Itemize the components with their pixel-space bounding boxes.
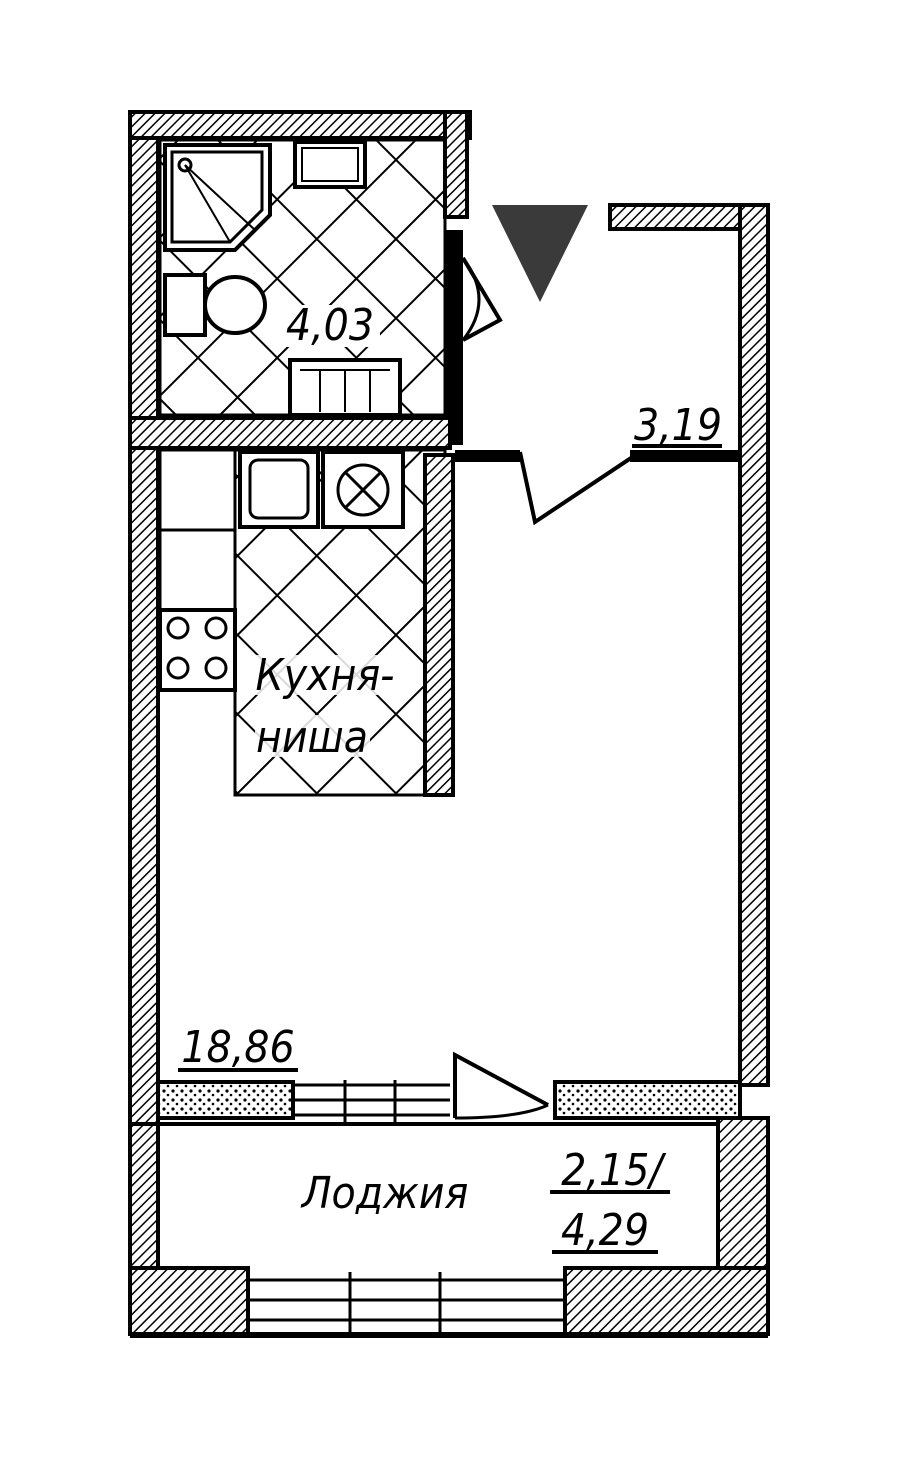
loggia-name-label: Лоджия bbox=[300, 1168, 469, 1219]
svg-text:18,86: 18,86 bbox=[181, 1022, 294, 1073]
svg-text:4,03: 4,03 bbox=[286, 300, 374, 351]
kitchen-sink-icon bbox=[238, 450, 320, 529]
kitchen-name-label: Кухня- ниша bbox=[248, 650, 398, 763]
room-door bbox=[518, 450, 642, 526]
svg-text:3,19: 3,19 bbox=[634, 400, 722, 451]
bathroom-door bbox=[461, 256, 503, 342]
svg-text:Кухня-: Кухня- bbox=[256, 650, 395, 701]
exterior-walls bbox=[128, 110, 770, 1338]
living-area-label: 18,86 bbox=[178, 1022, 298, 1073]
stove-icon bbox=[158, 608, 237, 692]
svg-text:2,15/: 2,15/ bbox=[561, 1145, 666, 1196]
svg-text:ниша: ниша bbox=[256, 712, 368, 763]
sink-icon bbox=[293, 140, 367, 189]
bathroom-area-label: 4,03 bbox=[280, 300, 380, 351]
counter-icon bbox=[158, 448, 237, 612]
hallway-area-label: 3,19 bbox=[632, 400, 722, 451]
svg-text:4,29: 4,29 bbox=[561, 1205, 649, 1256]
toilet-icon bbox=[163, 273, 267, 337]
entrance-marker-icon bbox=[492, 205, 588, 302]
washing-machine-icon bbox=[288, 358, 402, 417]
fridge-icon bbox=[321, 450, 405, 529]
loggia-area-label: 2,15/ 4,29 bbox=[550, 1145, 670, 1256]
shower-icon bbox=[163, 143, 272, 252]
svg-text:Лоджия: Лоджия bbox=[300, 1168, 469, 1219]
